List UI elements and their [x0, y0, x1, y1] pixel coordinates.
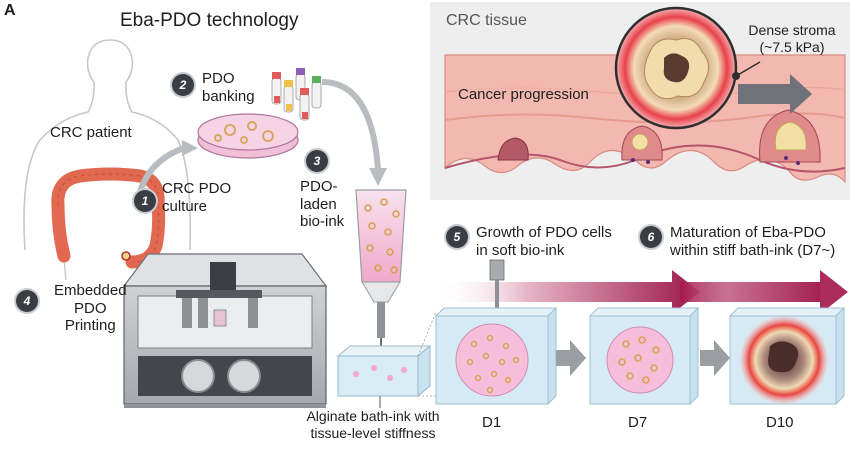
- dense-stroma-line-2: (~7.5 kPa): [759, 38, 825, 55]
- tissue-panel-title: CRC tissue: [446, 12, 527, 29]
- day-label-d1: D1: [482, 414, 502, 431]
- step-1-label: CRC PDO culture: [162, 180, 231, 215]
- step-1-line-1: CRC PDO: [162, 180, 232, 197]
- step-2-badge: 2: [172, 74, 194, 96]
- step-3-badge: 3: [306, 150, 328, 172]
- step-5-badge: 5: [446, 226, 468, 248]
- step-1-line-2: culture: [162, 197, 208, 215]
- step-5-label: Growth of PDO cells in soft bio-ink: [476, 224, 612, 259]
- panel-letter: A: [4, 2, 16, 19]
- bath-ink-label: Alginate bath-ink with tissue-level stif…: [268, 408, 478, 441]
- day-label-d10: D10: [766, 414, 794, 431]
- day-label-d7: D7: [628, 414, 648, 431]
- maturation-arrow: [436, 270, 848, 314]
- step-4-line-3: Printing: [64, 317, 116, 335]
- culture-cube-d1: [434, 306, 558, 406]
- step-6-line-1: Maturation of Eba-PDO: [670, 224, 826, 241]
- step-1-badge: 1: [134, 190, 156, 212]
- step-6-badge: 6: [640, 226, 662, 248]
- step-6-line-2: within stiff bath-ink (D7~): [670, 241, 836, 259]
- step-5-line-2: in soft bio-ink: [476, 241, 565, 259]
- cancer-progression-label: Cancer progression: [456, 86, 591, 104]
- step-4-line-2: PDO: [74, 299, 107, 317]
- culture-cube-d10: [728, 306, 846, 406]
- step-2-line-1: PDO: [202, 70, 235, 87]
- bioprinter: [122, 253, 328, 408]
- step-3-line-1: PDO-: [300, 178, 338, 195]
- step-3-label: PDO- laden bio-ink: [300, 178, 344, 231]
- step-2-line-2: banking: [202, 87, 255, 105]
- step-6-label: Maturation of Eba-PDO within stiff bath-…: [670, 224, 835, 259]
- bath-ink-line-2: tissue-level stiffness: [310, 424, 436, 441]
- step-3-line-3: bio-ink: [300, 213, 345, 231]
- bath-ink-line-1: Alginate bath-ink with: [306, 408, 440, 424]
- culture-cube-d7: [588, 306, 700, 406]
- figure-title: Eba-PDO technology: [120, 10, 299, 31]
- step-3-line-2: laden: [300, 195, 337, 213]
- step-4-label: Embedded PDO Printing: [54, 282, 127, 335]
- step-4-line-1: Embedded: [54, 282, 127, 299]
- alginate-bath: [336, 311, 437, 408]
- dense-stroma-label: Dense stroma (~7.5 kPa): [742, 22, 842, 55]
- patient-illustration: [23, 39, 192, 281]
- step-5-line-1: Growth of PDO cells: [476, 224, 612, 241]
- step-2-label: PDO banking: [202, 70, 255, 105]
- petri-dish: [197, 113, 299, 159]
- bio-ink-syringe: [355, 189, 407, 368]
- step-4-badge: 4: [16, 290, 38, 312]
- crc-tissue-panel: [430, 2, 850, 200]
- sample-tubes: [271, 68, 322, 121]
- dense-stroma-line-1: Dense stroma: [748, 22, 836, 38]
- patient-label: CRC patient: [50, 124, 132, 141]
